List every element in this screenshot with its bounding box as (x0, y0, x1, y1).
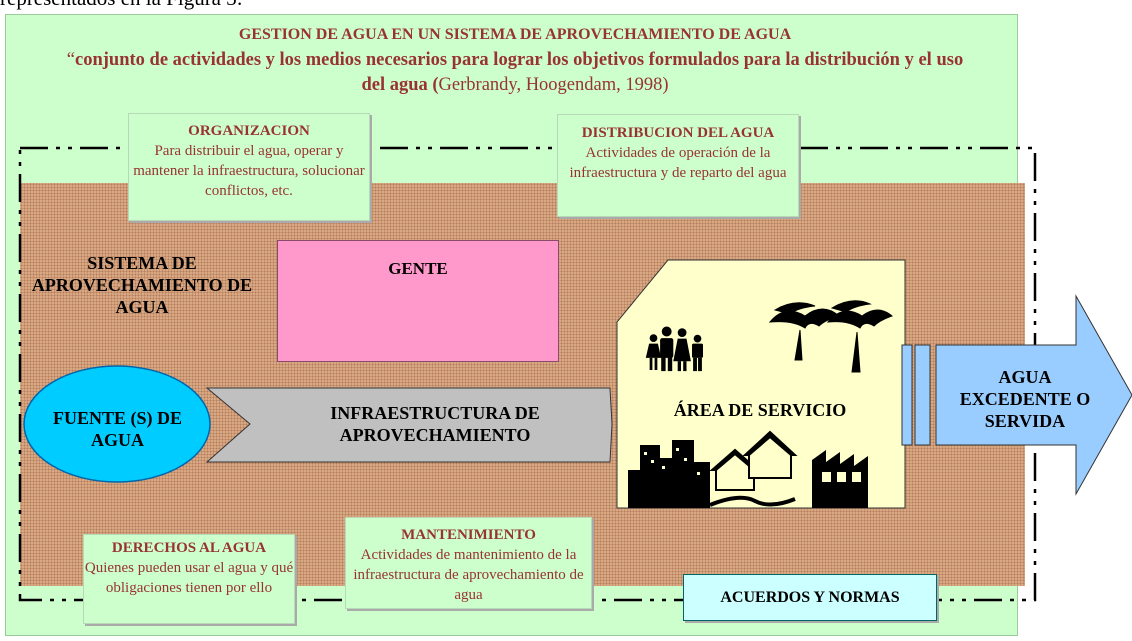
derechos-body: Quienes pueden usar el agua y qué obliga… (84, 560, 294, 596)
trees-icon (768, 300, 893, 373)
derechos-title: DERECHOS AL AGUA (111, 540, 267, 556)
infraestructura-label: INFRAESTRUCTURA DE APROVECHAMIENTO (330, 403, 540, 445)
agua-excedente-arrow (935, 294, 1132, 496)
agua-excedente-label: AGUA EXCEDENTE O SERVIDA (959, 367, 1091, 431)
top-text: representados en la Figura 3: (0, 0, 243, 11)
gente-box: GENTE (277, 240, 559, 362)
definition-open-quote: “ (66, 50, 75, 70)
outflow-bar-1 (901, 344, 913, 446)
city-icon (628, 440, 710, 508)
area-servicio-label: ÁREA DE SERVICIO (673, 400, 847, 420)
distribucion-body: Actividades de operación de la infraestr… (569, 145, 787, 181)
fuente-ellipse (23, 365, 211, 483)
organizacion-box: ORGANIZACION Para distribuir el agua, op… (128, 113, 370, 221)
derechos-box: DERECHOS AL AGUA Quienes pueden usar el … (83, 534, 295, 624)
organizacion-body: Para distribuir el agua, operar y manten… (133, 143, 365, 199)
definition-citation: Gerbrandy, Hoogendam, 1998) (438, 75, 669, 95)
mantenimiento-title: MANTENIMIENTO (401, 527, 536, 543)
factory-icon (812, 450, 868, 508)
acuerdos-box: ACUERDOS Y NORMAS (683, 574, 937, 621)
organizacion-title: ORGANIZACION (188, 123, 310, 139)
mantenimiento-box: MANTENIMIENTO Actividades de mantenimien… (345, 517, 592, 609)
infraestructura-arrow (205, 387, 613, 463)
outflow-bar-2 (914, 344, 931, 446)
family-icon (645, 326, 703, 372)
gente-label: GENTE (388, 259, 448, 278)
sistema-label: SISTEMA DE APROVECHAMIENTO DE AGUA (31, 253, 253, 317)
houses-icon (709, 430, 798, 507)
fuente-label: FUENTE (S) DE AGUA (52, 408, 182, 450)
distribucion-title: DISTRIBUCION DEL AGUA (581, 125, 775, 141)
mantenimiento-body: Actividades de mantenimiento de la infra… (353, 547, 584, 603)
header-title: GESTION DE AGUA EN UN SISTEMA DE APROVEC… (238, 26, 792, 43)
header-definition: “conjunto de actividades y los medios ne… (60, 48, 970, 98)
definition-text: conjunto de actividades y los medios nec… (75, 50, 964, 95)
distribucion-box: DISTRIBUCION DEL AGUA Actividades de ope… (557, 114, 799, 217)
